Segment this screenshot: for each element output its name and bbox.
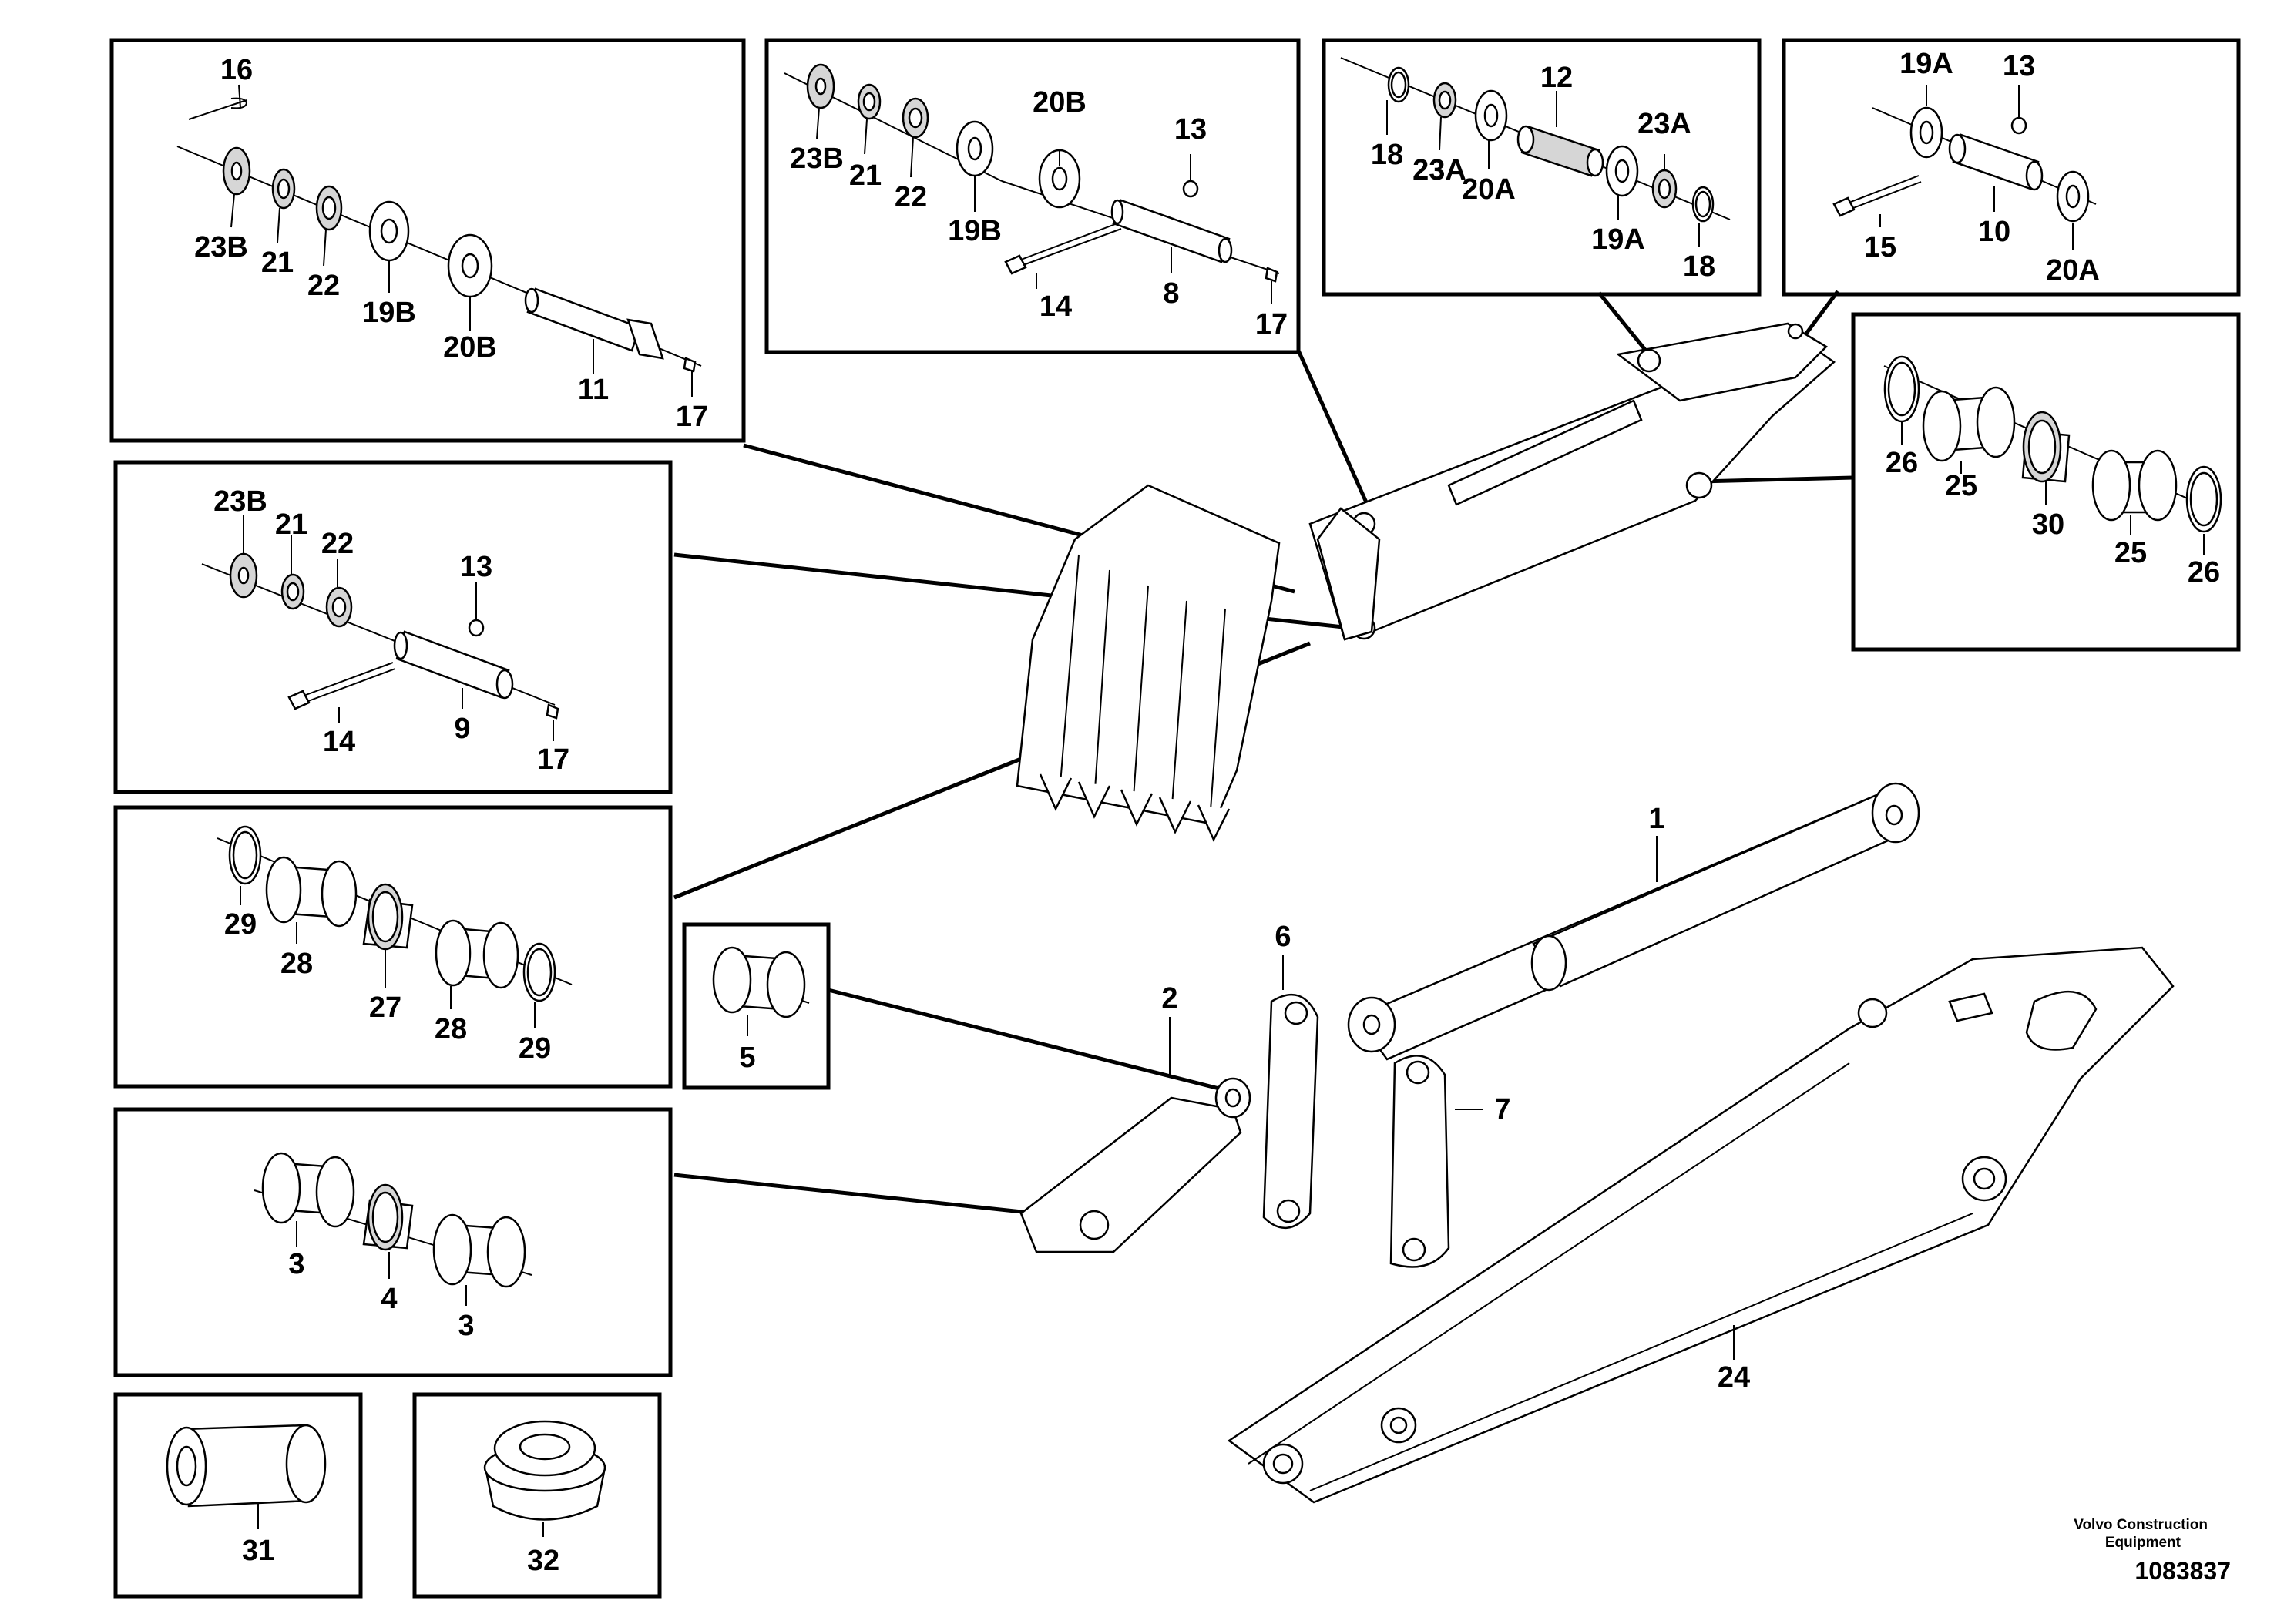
leader-box-h (828, 988, 1226, 1092)
detail-box-b: 23B 21 22 19B 20B 13 14 8 17 (764, 38, 1301, 354)
box-g-label-28: 28 (280, 948, 313, 980)
detail-box-c: 12 18 23A 20A 23A 19A 18 (1322, 38, 1762, 297)
box-e-label-25: 25 (1945, 470, 1977, 502)
box-b-label-20b: 20B (1033, 86, 1087, 119)
label-link-7: 7 (1494, 1093, 1510, 1126)
box-c-label-19a: 19A (1591, 223, 1645, 256)
bucket (1016, 484, 1281, 826)
box-c-frame (1322, 38, 1762, 297)
box-c-label-20a: 20A (1462, 173, 1516, 206)
box-b-label-23b: 23B (790, 143, 844, 175)
label-cylinder-1: 1 (1648, 803, 1664, 835)
box-b-label-19b: 19B (948, 215, 1002, 247)
main-labels: 1 2 6 7 24 (1161, 803, 1750, 1394)
drawing-number: 1083837 (2134, 1557, 2231, 1585)
detail-box-i: 3 4 3 (113, 1107, 673, 1377)
label-link-6: 6 (1275, 921, 1291, 953)
detail-box-a: 16 23B 21 22 19B 20B 11 17 (109, 38, 746, 443)
leader-box-e (1698, 475, 1854, 484)
footer: Volvo Construction Equipment 1083837 (2074, 1517, 2231, 1585)
box-f-label-23b: 23B (213, 485, 267, 518)
box-a-label-22: 22 (307, 270, 340, 302)
box-d-frame (1782, 38, 2241, 297)
box-k-frame (412, 1392, 662, 1599)
box-f-label-9: 9 (454, 713, 470, 745)
company-line2: Equipment (2105, 1535, 2181, 1551)
box-h-label-5: 5 (739, 1042, 755, 1074)
box-f-label-17: 17 (537, 743, 569, 776)
detail-box-g: 29 28 27 28 29 (113, 805, 673, 1089)
detail-box-h: 5 (682, 922, 831, 1090)
box-i-label-4: 4 (381, 1283, 397, 1315)
box-e-label-26: 26 (1886, 447, 1918, 479)
box-a-label-11: 11 (578, 374, 609, 406)
box-a-label-17: 17 (676, 401, 708, 433)
box-h-frame (682, 922, 831, 1090)
box-d-label-15: 15 (1864, 231, 1896, 263)
detail-box-j: 31 (113, 1392, 363, 1599)
box-c-label-12: 12 (1540, 62, 1573, 94)
box-b-label-21: 21 (849, 159, 882, 192)
box-a-label-16: 16 (220, 54, 253, 86)
box-a-label-20b: 20B (443, 331, 497, 364)
box-e-label-25-2: 25 (2114, 537, 2147, 569)
detail-box-d: 19A 13 15 10 20A (1782, 38, 2241, 297)
box-d-label-19a: 19A (1899, 48, 1953, 80)
box-k-label-32: 32 (527, 1545, 559, 1577)
box-i-label-3-2: 3 (458, 1310, 474, 1342)
label-arm-24: 24 (1718, 1361, 1750, 1394)
box-c-label-18-2: 18 (1683, 250, 1715, 283)
box-b-label-22: 22 (895, 181, 927, 213)
box-j-label-31: 31 (242, 1535, 274, 1567)
company-line1: Volvo Construction (2074, 1517, 2208, 1533)
detail-box-f: 23B 21 22 13 14 9 17 (113, 460, 673, 794)
box-a-label-19b: 19B (362, 297, 416, 329)
link-6 (1262, 993, 1319, 1230)
main-assembly-lower (1019, 782, 2175, 1504)
link-2 (1019, 1096, 1242, 1253)
box-g-label-27: 27 (369, 992, 401, 1024)
box-f-label-22: 22 (321, 528, 354, 560)
box-d-label-20a: 20A (2046, 254, 2100, 287)
box-g-frame (113, 805, 673, 1089)
box-c-label-18: 18 (1371, 139, 1403, 171)
box-a-label-21: 21 (261, 247, 294, 279)
box-g-label-28-2: 28 (435, 1013, 467, 1045)
box-f-label-13: 13 (460, 551, 492, 583)
label-link-2: 2 (1161, 982, 1177, 1015)
arm (1227, 946, 2175, 1504)
box-f-frame (113, 460, 673, 794)
box-e-label-30: 30 (2032, 508, 2064, 541)
box-f-label-21: 21 (275, 508, 307, 541)
box-i-label-3: 3 (288, 1248, 304, 1280)
box-b-label-14: 14 (1040, 290, 1072, 323)
box-e-label-26-2: 26 (2188, 556, 2220, 589)
box-c-label-23a: 23A (1412, 154, 1466, 186)
detail-box-k: 32 (412, 1392, 662, 1599)
box-e-frame (1851, 312, 2241, 652)
box-g-label-29-2: 29 (519, 1032, 551, 1065)
box-a-frame (109, 38, 746, 443)
box-b-frame (764, 38, 1301, 354)
box-f-label-14: 14 (323, 726, 355, 758)
box-a-label-23b: 23B (194, 231, 248, 263)
detail-box-e: 26 25 30 25 26 (1851, 312, 2241, 652)
box-d-label-13: 13 (2003, 50, 2035, 82)
box-j-frame (113, 1392, 363, 1599)
link-7 (1389, 1055, 1450, 1268)
box-c-label-23a-2: 23A (1637, 108, 1691, 140)
box-b-label-13: 13 (1174, 113, 1207, 146)
box-b-label-17: 17 (1255, 308, 1288, 341)
upper-cylinder (1447, 399, 1643, 506)
box-g-label-29: 29 (224, 908, 257, 941)
box-d-label-10: 10 (1978, 216, 2010, 248)
box-i-frame (113, 1107, 673, 1377)
box-b-label-8: 8 (1163, 277, 1179, 310)
main-assembly-upper (1016, 322, 1836, 842)
